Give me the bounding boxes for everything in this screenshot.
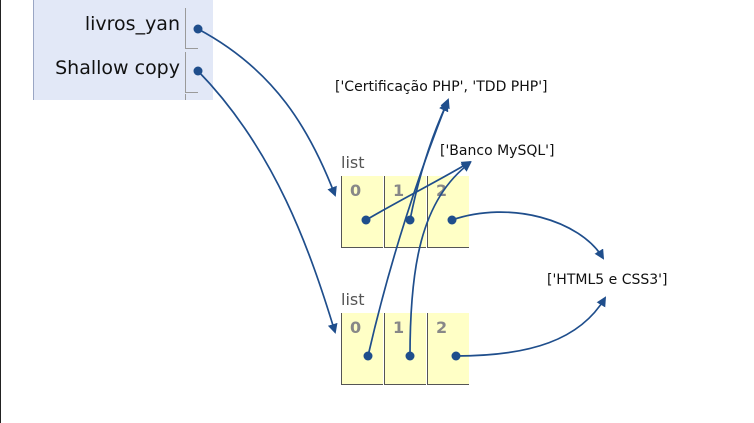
list-1-type-label: list (341, 153, 365, 172)
pointer-dot-list1-2 (447, 215, 457, 225)
list-1-index-0: 0 (350, 181, 362, 200)
arrow-list1-cell1-to-php (409, 101, 449, 221)
pointer-dot-list2-2 (451, 351, 461, 361)
list-2-cell-1: 1 (384, 313, 426, 385)
list-1-cell-2: 2 (427, 176, 469, 248)
arrow-list1-cell2-to-html (451, 211, 605, 260)
arrow-livros-yan-to-list-1 (197, 28, 337, 197)
arrow-list2-cell0-to-php (367, 98, 450, 357)
arrow-list1-cell0-to-mysql (365, 160, 472, 221)
pointer-dot-list2-1 (405, 351, 415, 361)
list-2-type-label: list (341, 290, 365, 309)
variable-slot-shallow-copy (185, 52, 198, 93)
frame-border (33, 0, 34, 100)
arrow-list2-cell2-to-html (455, 296, 607, 357)
object-html-list: ['HTML5 e CSS3'] (547, 272, 668, 288)
pointer-dot-livros-yan (193, 24, 203, 34)
pointer-dot-list1-0 (361, 215, 371, 225)
variable-slot-livros-yan (185, 8, 198, 49)
list-1-cell-0: 0 (341, 176, 383, 248)
list-2-index-0: 0 (350, 318, 362, 337)
list-1-index-2: 2 (436, 181, 448, 200)
object-php-list: ['Certificação PHP', 'TDD PHP'] (335, 79, 548, 95)
arrow-shallow-copy-to-list-2 (197, 70, 338, 334)
list-2-cell-2: 2 (427, 313, 469, 385)
pointer-dot-list1-1 (405, 215, 415, 225)
left-edge-rule (0, 0, 1, 423)
list-1-cell-1: 1 (384, 176, 426, 248)
variable-name-shallow-copy: Shallow copy (55, 57, 180, 79)
variable-slot-stub (185, 94, 198, 100)
list-2-index-1: 1 (393, 318, 405, 337)
pointer-dot-shallow-copy (193, 66, 203, 76)
variable-name-livros-yan: livros_yan (84, 13, 180, 35)
pointer-dot-list2-0 (363, 351, 373, 361)
arrow-list2-cell1-to-mysql (409, 161, 472, 357)
list-1-index-1: 1 (393, 181, 405, 200)
variables-frame (33, 0, 213, 100)
object-mysql-list: ['Banco MySQL'] (440, 143, 555, 159)
list-2-index-2: 2 (436, 318, 448, 337)
